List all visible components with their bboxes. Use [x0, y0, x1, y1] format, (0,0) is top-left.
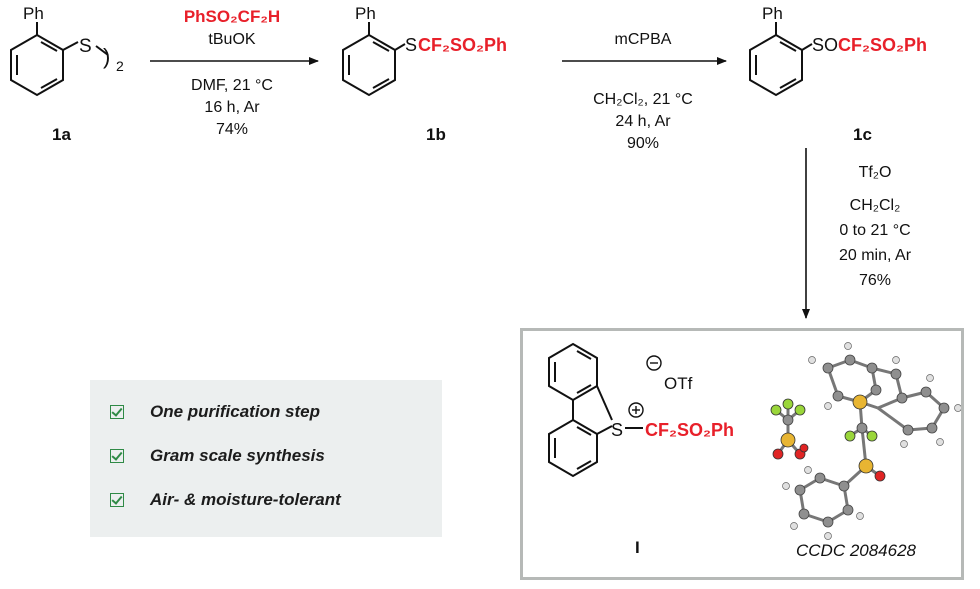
- compound-1c-group: CF₂SO₂Ph: [838, 35, 927, 55]
- product-I-counterion: OTf: [664, 374, 693, 393]
- step3-yield: 76%: [859, 272, 891, 289]
- product-I-sulfur: S: [611, 420, 623, 440]
- benefit-text: Gram scale synthesis: [150, 446, 325, 465]
- ccdc-number: CCDC 2084628: [796, 541, 917, 560]
- compound-1a-label: 1a: [52, 125, 71, 144]
- step2-yield: 90%: [627, 135, 659, 152]
- compound-1b-sulfur: S: [405, 35, 417, 55]
- product-I-group: CF₂SO₂Ph: [645, 420, 734, 440]
- step3-reagent: Tf₂O: [859, 164, 892, 181]
- product-I-structure: [548, 342, 662, 478]
- checkbox-icon: [110, 493, 124, 507]
- benefit-item: One purification step: [110, 402, 320, 422]
- step1-reagent: PhSO₂CF₂H: [184, 7, 280, 26]
- benefit-item: Gram scale synthesis: [110, 446, 325, 466]
- compound-1a-multiplier: 2: [116, 58, 124, 74]
- compound-1a: [10, 22, 109, 97]
- compound-1c-label: 1c: [853, 125, 872, 144]
- checkbox-icon: [110, 449, 124, 463]
- compound-1c-ph: Ph: [762, 4, 783, 23]
- step1-condition-2: 16 h, Ar: [204, 99, 260, 116]
- benefit-text: One purification step: [150, 402, 321, 421]
- compound-1b-label: 1b: [426, 125, 446, 144]
- step3-condition-3: 20 min, Ar: [839, 247, 912, 264]
- step2-reagent: mCPBA: [615, 31, 672, 48]
- checkbox-icon: [110, 405, 124, 419]
- benefits-box: One purification step Gram scale synthes…: [90, 380, 442, 537]
- compound-1a-sulfur: S: [79, 36, 92, 57]
- compound-1b-group: CF₂SO₂Ph: [418, 35, 507, 55]
- product-I-label: I: [635, 538, 640, 557]
- compound-1c-so: SO: [812, 35, 838, 55]
- step1-yield: 74%: [216, 121, 248, 138]
- compound-1b: [342, 22, 406, 97]
- compound-1c: [749, 22, 813, 97]
- compound-1a-paren: ): [103, 44, 110, 69]
- step2-condition-2: 24 h, Ar: [615, 113, 671, 130]
- compound-1b-ph: Ph: [355, 4, 376, 23]
- step1-condition-1: DMF, 21 °C: [191, 77, 273, 94]
- benefit-item: Air- & moisture-tolerant: [110, 490, 341, 510]
- crystal-structure-image: [770, 342, 962, 540]
- step3-condition-1: CH₂Cl₂: [850, 197, 901, 214]
- step3-condition-2: 0 to 21 °C: [839, 222, 910, 239]
- benefit-text: Air- & moisture-tolerant: [150, 490, 341, 509]
- step2-condition-1: CH₂Cl₂, 21 °C: [593, 91, 693, 108]
- step1-base: tBuOK: [208, 31, 255, 48]
- compound-1a-ph: Ph: [23, 4, 44, 23]
- product-box: [520, 328, 964, 580]
